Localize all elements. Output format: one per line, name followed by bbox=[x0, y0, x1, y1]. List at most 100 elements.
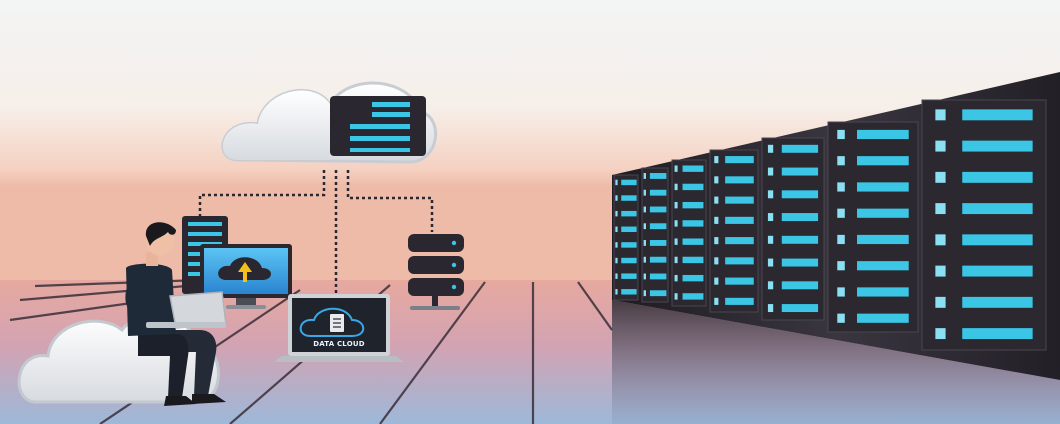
rack-panel bbox=[641, 167, 669, 303]
rack-led-bar bbox=[682, 256, 704, 264]
rack-status-light bbox=[714, 196, 719, 204]
rack-led-bar bbox=[621, 179, 637, 186]
rack-status-light bbox=[837, 313, 845, 323]
rack-status-light bbox=[837, 156, 845, 166]
rack-led-bar bbox=[621, 257, 637, 264]
person-with-laptop bbox=[125, 222, 227, 406]
rack-led-bar bbox=[621, 195, 637, 201]
rack-status-light bbox=[767, 190, 774, 199]
rack-status-light bbox=[674, 293, 678, 300]
rack-status-light bbox=[674, 256, 678, 264]
rack-status-light bbox=[837, 129, 845, 140]
rack-status-light bbox=[643, 189, 646, 196]
rack-led-bar bbox=[682, 274, 704, 282]
rack-status-light bbox=[674, 220, 678, 227]
server-stack-icon bbox=[408, 234, 464, 310]
rack-led-bar bbox=[649, 290, 667, 297]
rack-status-light bbox=[643, 206, 646, 213]
rack-led-bar bbox=[725, 257, 754, 265]
rack-led-bar bbox=[682, 165, 704, 172]
rack-status-light bbox=[615, 273, 618, 279]
rack-panel bbox=[671, 159, 707, 307]
rack-led-bar bbox=[781, 281, 819, 290]
rack-panel bbox=[613, 174, 639, 301]
rack-status-light bbox=[935, 140, 946, 152]
network-connectors bbox=[198, 170, 434, 298]
rack-led-bar bbox=[725, 196, 754, 204]
rack-status-light bbox=[935, 296, 946, 308]
rack-status-light bbox=[837, 234, 845, 245]
rack-status-light bbox=[767, 144, 774, 153]
rack-panel bbox=[827, 121, 919, 333]
rack-led-bar bbox=[725, 156, 754, 164]
rack-status-light bbox=[714, 216, 719, 224]
rack-led-bar bbox=[725, 216, 754, 224]
cloud-server-icon bbox=[221, 81, 438, 164]
rack-led-bar bbox=[649, 256, 667, 263]
rack-status-light bbox=[837, 182, 845, 192]
rack-status-light bbox=[643, 223, 646, 230]
rack-status-light bbox=[615, 242, 618, 248]
rack-led-bar bbox=[857, 156, 909, 166]
rack-led-bar bbox=[857, 287, 909, 297]
rack-status-light bbox=[767, 167, 774, 176]
rack-status-light bbox=[674, 165, 678, 172]
rack-status-light bbox=[643, 256, 646, 263]
rack-led-bar bbox=[857, 208, 909, 218]
rack-led-bar bbox=[649, 173, 667, 179]
rack-led-bar bbox=[857, 129, 909, 140]
rack-led-bar bbox=[621, 226, 637, 233]
laptop-icon bbox=[274, 294, 404, 362]
rack-status-light bbox=[674, 274, 678, 282]
rack-status-light bbox=[643, 290, 646, 297]
upload-arrow-icon bbox=[238, 262, 252, 282]
rack-led-bar bbox=[649, 273, 667, 280]
rack-panel bbox=[761, 137, 825, 321]
rack-led-bar bbox=[962, 203, 1033, 215]
rack-led-bar bbox=[857, 182, 909, 192]
rack-status-light bbox=[714, 176, 719, 184]
rack-panel bbox=[709, 149, 759, 313]
rack-led-bar bbox=[725, 176, 754, 184]
rack-led-bar bbox=[649, 206, 667, 213]
rack-status-light bbox=[643, 240, 646, 246]
rack-led-bar bbox=[621, 289, 637, 295]
rack-status-light bbox=[714, 297, 719, 305]
rack-led-bar bbox=[682, 183, 704, 191]
rack-status-light bbox=[837, 261, 845, 271]
rack-status-light bbox=[935, 328, 946, 340]
rack-led-bar bbox=[682, 201, 704, 209]
rack-status-light bbox=[714, 257, 719, 265]
rack-status-light bbox=[767, 213, 774, 222]
rack-status-light bbox=[615, 226, 618, 233]
rack-status-light bbox=[615, 179, 618, 186]
rack-led-bar bbox=[962, 234, 1033, 246]
rack-led-bar bbox=[781, 304, 819, 313]
rack-led-bar bbox=[621, 242, 637, 248]
rack-panel bbox=[921, 99, 1047, 351]
rack-status-light bbox=[714, 156, 719, 164]
rack-status-light bbox=[674, 238, 678, 245]
rack-led-bar bbox=[962, 140, 1033, 152]
rack-led-bar bbox=[781, 144, 819, 153]
rack-led-bar bbox=[781, 258, 819, 267]
rack-status-light bbox=[837, 208, 845, 218]
rack-led-bar bbox=[725, 277, 754, 285]
rack-status-light bbox=[674, 201, 678, 209]
rack-status-light bbox=[643, 273, 646, 280]
rack-status-light bbox=[935, 234, 946, 246]
rack-led-bar bbox=[781, 190, 819, 199]
rack-status-light bbox=[935, 171, 946, 183]
rack-led-bar bbox=[621, 273, 637, 279]
rack-led-bar bbox=[649, 240, 667, 246]
rack-led-bar bbox=[857, 261, 909, 271]
rack-led-bar bbox=[682, 238, 704, 245]
rack-led-bar bbox=[962, 328, 1033, 340]
rack-status-light bbox=[935, 109, 946, 121]
laptop-caption: DATA CLOUD bbox=[313, 340, 365, 348]
rack-led-bar bbox=[962, 109, 1033, 121]
cloud-icon bbox=[299, 307, 365, 337]
rack-status-light bbox=[643, 173, 646, 179]
rack-led-bar bbox=[962, 265, 1033, 277]
